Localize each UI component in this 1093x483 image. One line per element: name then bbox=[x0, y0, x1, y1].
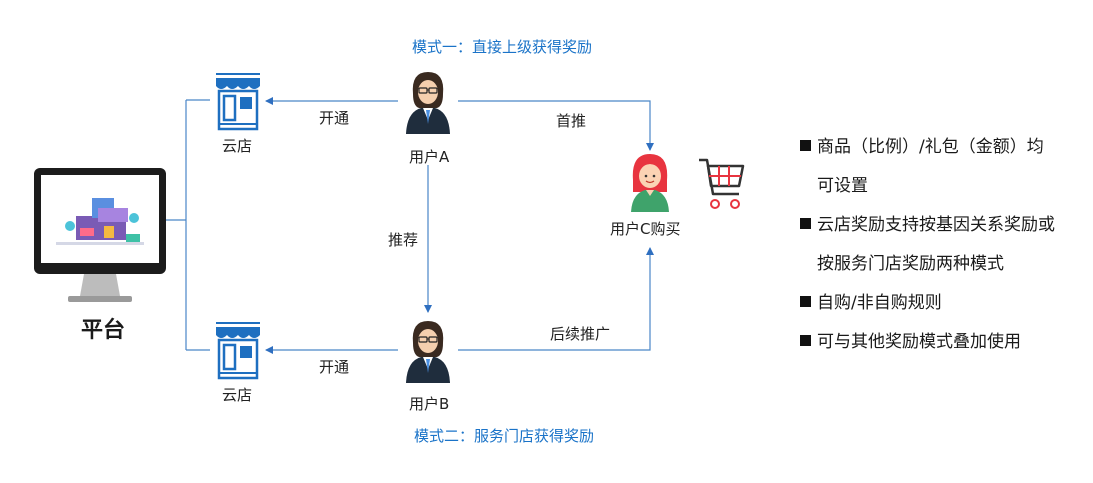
user-c-node bbox=[625, 150, 675, 216]
user-a-label: 用户A bbox=[409, 148, 450, 166]
list-item: 云店奖励支持按基因关系奖励或 bbox=[800, 206, 1055, 245]
list-item-continuation: 可设置 bbox=[817, 176, 868, 196]
store-bottom-label: 云店 bbox=[222, 386, 253, 404]
customer-icon bbox=[631, 154, 669, 212]
bullet-square-icon bbox=[800, 296, 811, 307]
store-bottom-node bbox=[213, 321, 263, 385]
bullet-square-icon bbox=[800, 335, 811, 346]
bullet-square-icon bbox=[800, 140, 811, 151]
first-push-arrow bbox=[458, 100, 654, 151]
store-icon bbox=[216, 322, 260, 380]
user-b-label: 用户B bbox=[409, 395, 450, 413]
edge-open-top-label: 开通 bbox=[319, 109, 350, 127]
monitor-icon bbox=[34, 168, 166, 302]
platform-node bbox=[34, 168, 166, 308]
feature-list: 商品（比例）/礼包（金额）均 可设置 云店奖励支持按基因关系奖励或 按服务门店奖… bbox=[800, 128, 1055, 362]
list-item-continuation: 按服务门店奖励两种模式 bbox=[817, 254, 1004, 274]
user-c-label: 用户C购买 bbox=[610, 220, 681, 238]
user-b-node bbox=[403, 317, 453, 387]
store-top-label: 云店 bbox=[222, 137, 253, 155]
mode-two-title: 模式二：服务门店获得奖励 bbox=[414, 427, 595, 445]
platform-to-stores-line bbox=[165, 99, 210, 351]
store-top-node bbox=[213, 72, 263, 136]
platform-label: 平台 bbox=[81, 318, 126, 343]
bullet-square-icon bbox=[800, 218, 811, 229]
shopping-cart-icon bbox=[699, 158, 745, 209]
list-item: 自购/非自购规则 bbox=[800, 284, 1055, 323]
mode-one-title: 模式一：直接上级获得奖励 bbox=[412, 38, 593, 56]
list-item: 商品（比例）/礼包（金额）均 bbox=[800, 128, 1055, 167]
edge-follow-up-label: 后续推广 bbox=[550, 325, 611, 343]
store-icon bbox=[216, 73, 260, 131]
cart-node bbox=[697, 156, 745, 218]
businesswoman-icon bbox=[406, 321, 450, 383]
list-item: 可与其他奖励模式叠加使用 bbox=[800, 323, 1055, 362]
edge-first-push-label: 首推 bbox=[556, 112, 587, 130]
edge-open-bottom-label: 开通 bbox=[319, 358, 350, 376]
businesswoman-icon bbox=[406, 72, 450, 134]
edge-recommend-label: 推荐 bbox=[388, 231, 419, 249]
user-a-node bbox=[403, 68, 453, 138]
follow-up-arrow bbox=[458, 247, 654, 351]
